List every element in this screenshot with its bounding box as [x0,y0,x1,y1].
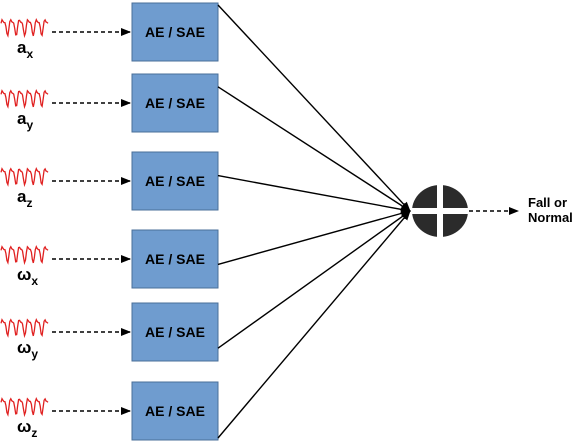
fusion-connection [217,174,411,214]
signal-label: az [17,187,32,210]
ae-sae-label: AE / SAE [145,251,205,267]
signal-symbol: a [17,38,27,57]
signal-subscript: z [31,426,37,440]
fusion-connection [217,210,411,439]
input-row-3: az AE / SAE [0,151,219,211]
signal-symbol: a [17,187,27,206]
ae-sae-block [131,73,219,133]
output-label-line2: Normal [528,210,573,225]
signal-subscript: z [26,196,32,210]
input-row-6: ωz AE / SAE [0,381,219,441]
signal-symbol: ω [17,265,31,284]
signal-symbol: ω [17,338,31,357]
signal-label: ωz [17,417,37,440]
ae-sae-label: AE / SAE [145,24,205,40]
fusion-node-icon [412,185,468,237]
ae-sae-block [131,302,219,362]
signal-subscript: y [31,347,38,361]
fusion-connection [217,86,411,212]
ae-sae-block [131,151,219,211]
signal-label: ωy [17,338,38,361]
signal-waveform-icon [0,89,49,110]
signal-symbol: ω [17,417,31,436]
signal-subscript: y [26,118,33,132]
ae-sae-block [131,229,219,289]
signal-subscript: x [26,47,33,61]
input-row-4: ωx AE / SAE [0,229,219,289]
signal-subscript: x [31,274,38,288]
input-row-2: ay AE / SAE [0,73,219,133]
signal-waveform-icon [0,397,49,418]
fusion-connection [217,209,411,266]
ae-sae-label: AE / SAE [145,403,205,419]
ae-sae-label: AE / SAE [145,173,205,189]
signal-waveform-icon [0,18,49,39]
ae-sae-label: AE / SAE [145,324,205,340]
ae-sae-label: AE / SAE [145,95,205,111]
input-row-5: ωy AE / SAE [0,302,219,362]
signal-label: ωx [17,265,38,288]
signal-symbol: a [17,109,27,128]
signal-waveform-icon [0,318,49,339]
output-label-line1: Fall or [528,195,567,210]
signal-waveform-icon [0,167,49,188]
ae-sae-block [131,2,219,62]
signal-waveform-icon [0,245,49,266]
signal-label: ay [17,109,33,132]
fusion-connection [217,210,411,349]
input-row-1: ax AE / SAE [0,2,219,62]
signal-label: ax [17,38,33,61]
fusion-connection [217,4,411,212]
ae-sae-block [131,381,219,441]
